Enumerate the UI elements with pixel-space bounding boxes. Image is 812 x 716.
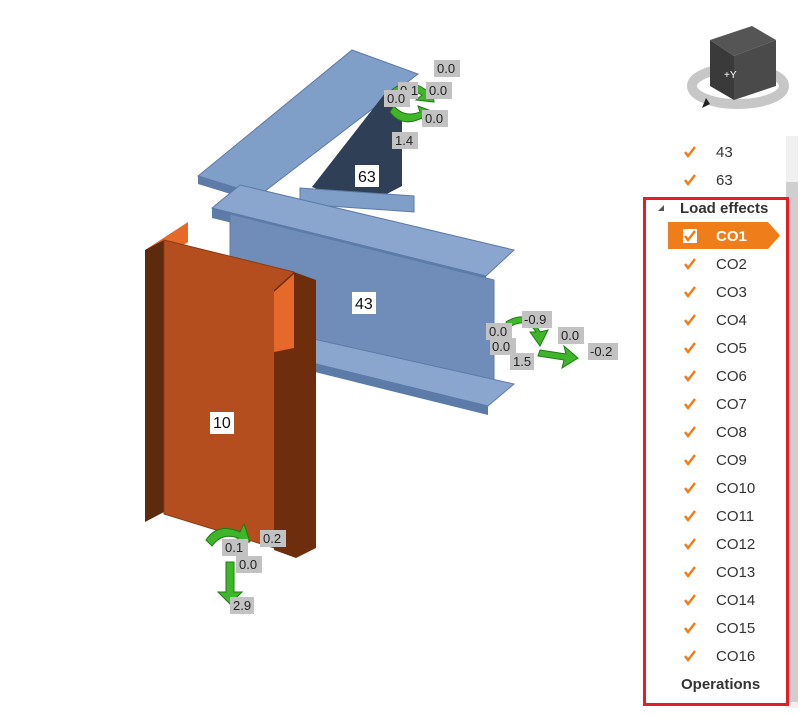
checkmark-icon[interactable] (682, 256, 698, 272)
tree-item-co2[interactable]: CO2 (676, 250, 784, 278)
tree-item-co14[interactable]: CO14 (676, 586, 784, 614)
tree-item-63[interactable]: 63 (676, 166, 784, 194)
checkmark-icon[interactable] (682, 480, 698, 496)
checkmark-icon[interactable] (682, 340, 698, 356)
view-cube-face-label: +Y (724, 70, 737, 81)
checkmark-icon[interactable] (682, 564, 698, 580)
group-load-effects[interactable]: Load effects (656, 196, 768, 220)
svg-text:0.0: 0.0 (492, 339, 510, 354)
svg-text:2.9: 2.9 (233, 598, 251, 613)
svg-text:-0.9: -0.9 (524, 312, 546, 327)
scrollbar-thumb[interactable] (786, 182, 798, 702)
svg-text:1.5: 1.5 (513, 354, 531, 369)
tree-item-co12[interactable]: CO12 (676, 530, 784, 558)
force-values-bottom: 0.2 0.1 0.0 2.9 (222, 530, 286, 614)
checkmark-icon[interactable] (682, 648, 698, 664)
tree-item-co16[interactable]: CO16 (676, 642, 784, 670)
checkmark-icon[interactable] (682, 312, 698, 328)
load-arrow-icon-right (505, 316, 579, 370)
group-operations[interactable]: Operations (681, 675, 761, 693)
checkmark-icon[interactable] (682, 536, 698, 552)
checkmark-icon[interactable] (682, 452, 698, 468)
tree-item-co7[interactable]: CO7 (676, 390, 784, 418)
tree-item-co4[interactable]: CO4 (676, 306, 784, 334)
checkmark-icon[interactable] (682, 620, 698, 636)
tree-item-co8[interactable]: CO8 (676, 418, 784, 446)
tree-item-co6[interactable]: CO6 (676, 362, 784, 390)
force-values-top: 0.0 0.1 0.0 0.0 0.0 1.4 (384, 60, 460, 149)
axis-y-icon (702, 98, 710, 108)
svg-text:0.0: 0.0 (387, 91, 405, 106)
tree-item-co13[interactable]: CO13 (676, 558, 784, 586)
svg-text:0.0: 0.0 (561, 328, 579, 343)
checkmark-icon[interactable] (682, 508, 698, 524)
checkmark-icon[interactable] (682, 172, 698, 188)
member-label-43: 43 (355, 296, 373, 313)
member-63[interactable] (196, 49, 420, 213)
collapse-triangle-icon[interactable] (656, 203, 666, 213)
member-label-63: 63 (358, 169, 376, 186)
svg-text:0.1: 0.1 (225, 540, 243, 555)
checkmark-icon[interactable] (682, 592, 698, 608)
force-values-right: -0.9 0.0 0.0 0.0 1.5 -0.2 (486, 311, 618, 370)
tree-item-co5[interactable]: CO5 (676, 334, 784, 362)
checkmark-icon[interactable] (682, 228, 698, 244)
checkmark-icon[interactable] (682, 396, 698, 412)
tree-item-co3[interactable]: CO3 (676, 278, 784, 306)
checkmark-icon[interactable] (682, 368, 698, 384)
svg-text:0.0: 0.0 (239, 557, 257, 572)
tree-item-co11[interactable]: CO11 (676, 502, 784, 530)
svg-text:1.4: 1.4 (395, 133, 413, 148)
svg-text:0.0: 0.0 (489, 324, 507, 339)
checkmark-icon[interactable] (682, 424, 698, 440)
checkmark-icon[interactable] (682, 284, 698, 300)
member-10[interactable] (145, 222, 316, 558)
tree-item-co15[interactable]: CO15 (676, 614, 784, 642)
svg-text:0.0: 0.0 (429, 83, 447, 98)
tree-item-co1[interactable]: CO1 (676, 222, 784, 250)
view-cube[interactable]: +Y (687, 26, 789, 109)
svg-text:-0.2: -0.2 (590, 344, 612, 359)
svg-text:0.2: 0.2 (263, 531, 281, 546)
tree-item-co10[interactable]: CO10 (676, 474, 784, 502)
checkmark-icon[interactable] (682, 144, 698, 160)
tree-item-43[interactable]: 43 (676, 138, 784, 166)
tree-item-co9[interactable]: CO9 (676, 446, 784, 474)
member-label-10: 10 (213, 415, 231, 432)
svg-text:0.0: 0.0 (425, 111, 443, 126)
highlight-frame (643, 197, 789, 706)
svg-text:0.0: 0.0 (437, 61, 455, 76)
